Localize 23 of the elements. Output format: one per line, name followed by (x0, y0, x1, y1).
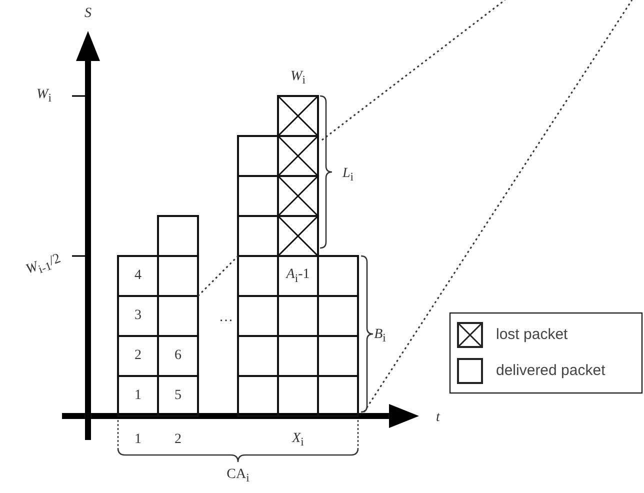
brace-label: CA$_{i}$ (226, 468, 250, 484)
packet-cell (157, 375, 199, 417)
ellipsis: … (219, 311, 233, 325)
window-label: W$_{i}$ (290, 70, 306, 86)
legend-label: lost packet (496, 326, 568, 343)
packet-number: 2 (134, 348, 142, 364)
axis-value: W$_{i}$ (36, 88, 52, 104)
packet-number: A$_{i}$-1 (286, 267, 310, 285)
packet-cell (117, 375, 159, 417)
packet-number: 6 (174, 348, 182, 364)
packet-number: 3 (134, 308, 142, 324)
packet-number: 5 (174, 388, 182, 404)
round-number: 2 (174, 433, 182, 447)
axis-label: t (436, 411, 440, 425)
brace-label: L$_{i}$ (342, 166, 354, 184)
round-number: X$_{i}$ (292, 432, 304, 448)
packet-number: 1 (134, 388, 142, 404)
axis-label: S (84, 7, 92, 21)
packet-number: 4 (134, 268, 142, 284)
packet-cell (117, 255, 159, 297)
legend-label: delivered packet (496, 362, 606, 379)
brace-label: B$_{i}$ (374, 328, 386, 344)
round-number: 1 (134, 433, 142, 447)
